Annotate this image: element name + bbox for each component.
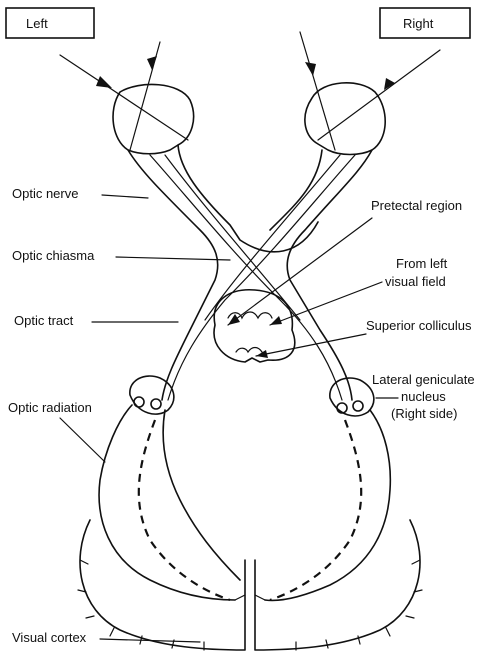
light-rays-left — [59, 41, 189, 151]
pretectal-region-leader — [227, 217, 373, 326]
visual-cortex-label: Visual cortex — [12, 630, 87, 645]
superior-colliculus-leader — [255, 333, 367, 357]
left-optic-nerve — [127, 149, 219, 401]
left-lgn-cell-1 — [133, 396, 145, 408]
chiasma-fibers — [149, 154, 356, 401]
lgn-label-2: nucleus — [401, 389, 446, 404]
left-lgn-cell-2 — [150, 398, 162, 410]
left-eyeball — [112, 83, 195, 155]
right-optic-radiation — [264, 409, 392, 602]
optic-radiation-label: Optic radiation — [8, 400, 92, 415]
visual-cortex-leader — [99, 638, 201, 643]
optic-nerve-label: Optic nerve — [12, 186, 78, 201]
superior-colliculus-arrowhead — [256, 350, 268, 358]
visual-cortex-outline — [79, 519, 421, 651]
from-left-field-label-1: From left — [396, 256, 448, 271]
pretectal-nuclei — [227, 311, 273, 320]
from-left-field-label-2: visual field — [385, 274, 446, 289]
midbrain-outline — [213, 289, 296, 363]
pretectal-arrowhead — [228, 314, 240, 325]
left-optic-radiation-inner — [162, 409, 241, 581]
lgn-label-3: (Right side) — [391, 406, 457, 421]
right-box-label: Right — [403, 16, 434, 31]
optic-tract-label: Optic tract — [14, 313, 74, 328]
pretectal-region-label: Pretectal region — [371, 198, 462, 213]
left-optic-radiation — [98, 404, 236, 601]
optic-radiation-leader — [59, 417, 106, 463]
lgn-label-1: Lateral geniculate — [372, 372, 475, 387]
superior-colliculus-label: Superior colliculus — [366, 318, 472, 333]
right-box: Right — [379, 7, 471, 39]
right-optic-nerve — [286, 149, 373, 401]
right-lgn-cell-1 — [336, 402, 348, 414]
left-optic-nerve-inner — [177, 144, 319, 253]
right-lgn — [329, 377, 375, 417]
right-eyeball — [304, 82, 386, 156]
left-box: Left — [5, 7, 95, 39]
from-left-field-arrowhead — [270, 316, 282, 325]
superior-colliculus-nuclei — [235, 346, 263, 354]
optic-nerve-leader — [101, 194, 149, 199]
optic-chiasma-leader — [115, 256, 231, 261]
left-lgn — [129, 375, 175, 415]
right-lgn-cell-2 — [352, 400, 364, 412]
right-radiation-dashed — [269, 419, 363, 602]
light-rays-right — [299, 31, 441, 151]
from-left-field-leader — [269, 281, 383, 326]
cortex-gyri — [77, 559, 423, 651]
left-box-label: Left — [26, 16, 48, 31]
optic-chiasma-label: Optic chiasma — [12, 248, 95, 263]
right-optic-nerve-inner — [269, 149, 323, 231]
